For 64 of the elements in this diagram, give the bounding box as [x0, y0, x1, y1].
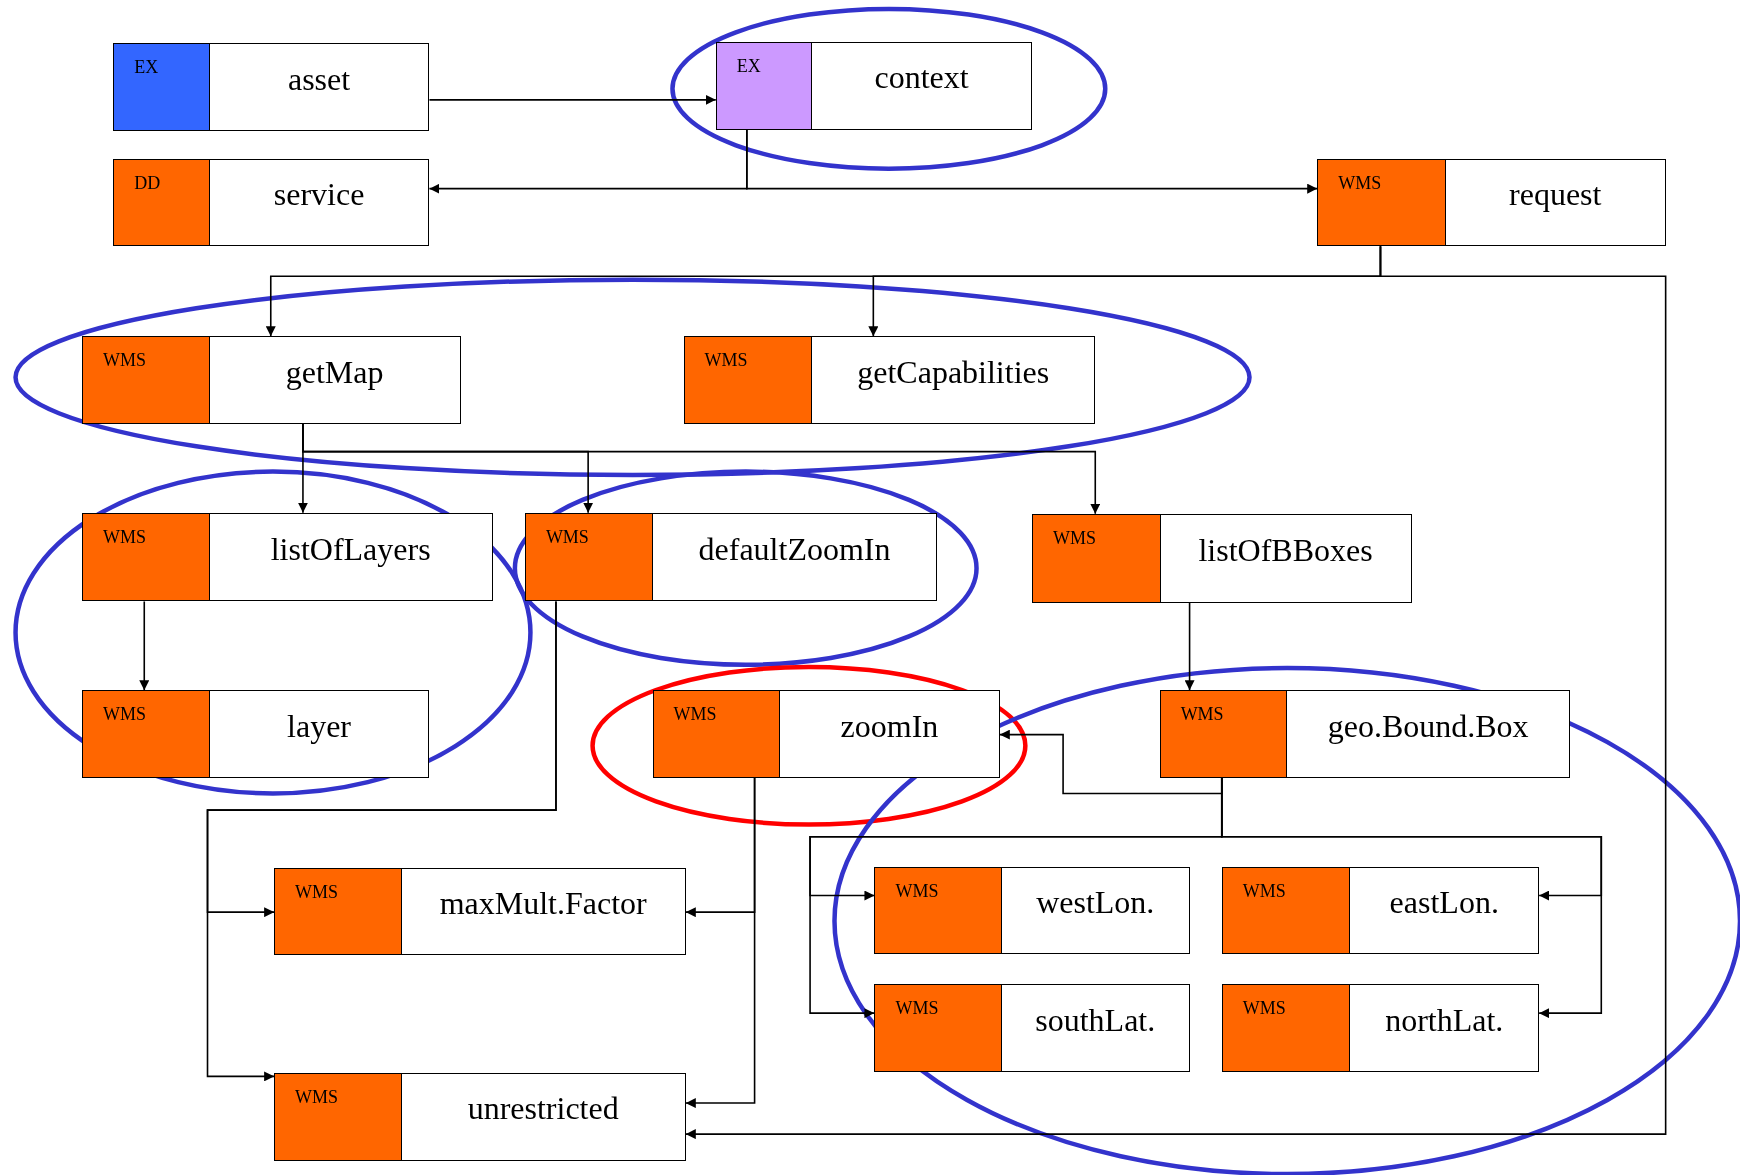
process-box: [524, 512, 937, 602]
connector-arrow: [685, 777, 756, 1109]
node-label: layer: [287, 707, 351, 745]
node-label: geo.Bound.Box: [1327, 707, 1529, 745]
node-label: request: [1509, 176, 1602, 213]
node-label: zoomIn: [840, 707, 939, 745]
connector-arrow: [1220, 777, 1603, 1019]
tag-label: WMS: [1338, 172, 1382, 194]
node-label: southLat.: [1035, 1001, 1156, 1039]
node-label: listOfLayers: [270, 530, 431, 568]
process-box: [82, 690, 430, 778]
connector-arrow: [999, 729, 1223, 795]
process-box: [1221, 984, 1540, 1072]
node-label: northLat.: [1385, 1001, 1504, 1039]
tag-label: WMS: [673, 704, 717, 726]
process-box: [874, 984, 1190, 1072]
connector-arrow: [1184, 601, 1195, 692]
node-label: eastLon.: [1389, 884, 1499, 921]
connector-arrow: [685, 245, 1667, 1140]
process-box: [113, 158, 430, 247]
tag-label: WMS: [895, 998, 939, 1020]
connector-arrow: [746, 129, 1318, 194]
tag-label: DD: [134, 172, 161, 194]
node-label: asset: [287, 60, 351, 98]
tag-label: WMS: [895, 880, 939, 902]
process-box: [82, 336, 461, 424]
process-box: [1221, 866, 1540, 955]
process-box: [274, 1073, 686, 1161]
process-box: [715, 42, 1032, 130]
process-box: [82, 512, 493, 602]
tag-label: WMS: [103, 350, 147, 372]
connector-arrow: [139, 600, 150, 692]
connector-arrow: [428, 94, 717, 105]
tag-label: WMS: [295, 881, 339, 903]
tag-label: EX: [736, 56, 761, 78]
tag-label: WMS: [1242, 880, 1286, 902]
node-label: getMap: [285, 353, 384, 391]
node-label: unrestricted: [467, 1090, 619, 1128]
process-box: [1159, 690, 1571, 778]
connector-arrow: [302, 423, 1101, 515]
tag-label: WMS: [1242, 998, 1286, 1020]
process-box: [1032, 513, 1412, 603]
node-label: maxMult.Factor: [439, 885, 647, 923]
process-box: [683, 336, 1096, 424]
process-box: [874, 866, 1190, 955]
tag-label: WMS: [1053, 527, 1096, 549]
process-box: [1317, 158, 1666, 247]
node-label: listOfBBoxes: [1198, 531, 1373, 569]
tag-label: WMS: [295, 1087, 339, 1109]
node-label: getCapabilities: [857, 353, 1050, 391]
tag-label: WMS: [545, 526, 589, 548]
process-box: [113, 43, 430, 131]
tag-label: WMS: [103, 526, 147, 548]
node-label: context: [874, 59, 969, 97]
tag-label: WMS: [1180, 704, 1224, 726]
connector-arrow: [206, 600, 557, 1082]
tag-label: WMS: [103, 704, 147, 726]
tag-label: WMS: [704, 350, 748, 372]
node-label: westLon.: [1036, 884, 1155, 921]
node-label: service: [273, 176, 365, 213]
tag-label: EX: [134, 57, 159, 79]
process-box: [652, 690, 1000, 778]
process-box: [274, 867, 686, 956]
node-label: defaultZoomIn: [698, 530, 891, 568]
